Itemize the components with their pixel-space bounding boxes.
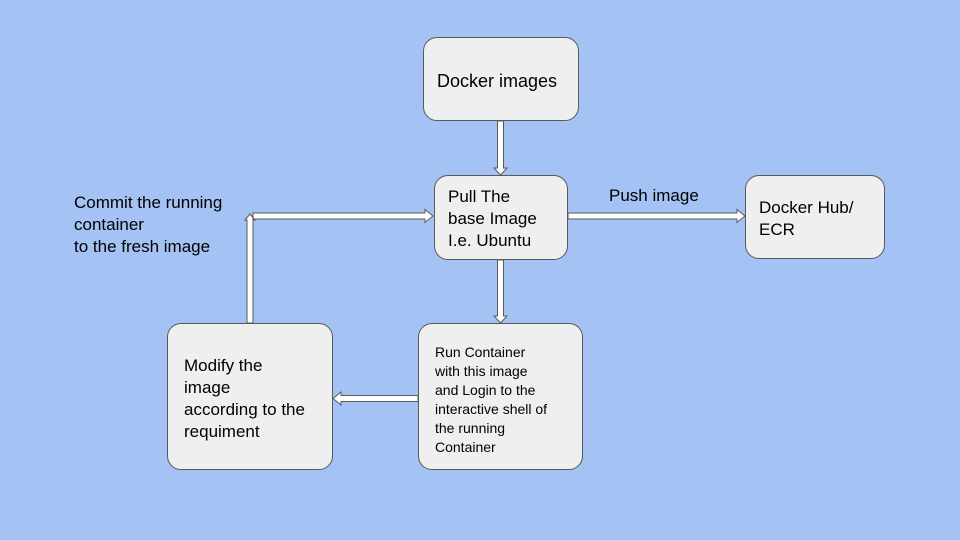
pull-base-image-node: Pull The base Image I.e. Ubuntu: [434, 175, 568, 260]
push-image-edge-label: Push image: [609, 186, 699, 205]
pull-base-image-label: Pull The base Image I.e. Ubuntu: [448, 187, 537, 250]
arrow-docker-images-to-pull: [492, 120, 509, 176]
docker-hub-ecr-label: Docker Hub/ ECR: [759, 198, 854, 239]
docker-images-label: Docker images: [437, 71, 558, 91]
modify-image-label: Modify the image according to the requim…: [184, 356, 305, 441]
run-container-node: Run Container with this image and Login …: [418, 323, 583, 470]
arrow-push-image: [567, 208, 746, 224]
arrow-pull-to-run-container: [492, 259, 509, 324]
arrow-commit-to-pull: [243, 208, 434, 324]
docker-hub-ecr-node: Docker Hub/ ECR: [745, 175, 885, 259]
commit-edge-label: Commit the running container to the fres…: [74, 193, 223, 256]
run-container-label: Run Container with this image and Login …: [435, 344, 548, 455]
modify-image-node: Modify the image according to the requim…: [167, 323, 333, 470]
arrow-run-to-modify: [332, 390, 419, 407]
docker-images-node: Docker images: [423, 37, 579, 121]
